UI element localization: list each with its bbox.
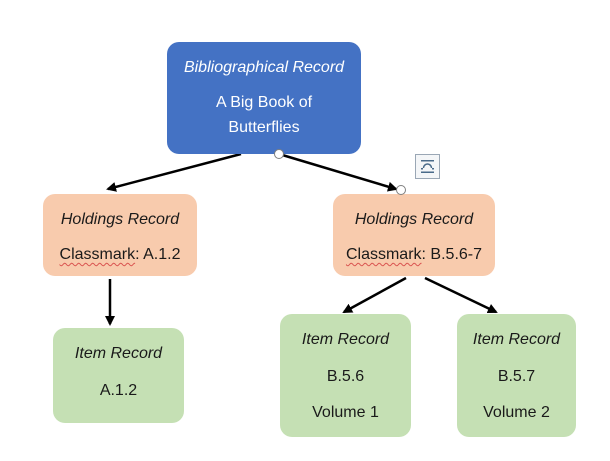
connector-holdings-right-to-item-mid[interactable]: [342, 276, 407, 314]
item-record-right-line-2: Volume 2: [483, 404, 550, 421]
item-record-left-line-1: A.1.2: [99, 382, 138, 399]
holdings-record-right-classmark-label: Classmark: [345, 246, 422, 263]
holdings-record-left-classmark-value: : A.1.2: [135, 246, 181, 263]
holdings-record-left-type: Holdings Record: [60, 211, 180, 228]
holdings-record-right-classmark-value: : B.5.6-7: [421, 246, 483, 263]
connector-bib-to-holdings-left[interactable]: [106, 152, 242, 192]
bibliographic-record-title-line-1: A Big Book of: [215, 94, 313, 111]
item-record-left-node[interactable]: Item Record A.1.2: [53, 328, 184, 423]
layout-options-icon: [421, 160, 434, 173]
holdings-record-right-node[interactable]: Holdings Record Classmark: B.5.6-7: [333, 194, 495, 276]
holdings-record-left-classmark-label: Classmark: [59, 246, 136, 263]
bibliographic-record-type: Bibliographical Record: [183, 59, 345, 76]
bibliographic-record-node[interactable]: Bibliographical Record A Big Book of But…: [167, 42, 361, 154]
resize-handle-icon[interactable]: [396, 185, 406, 195]
connector-bib-to-holdings-right[interactable]: [278, 152, 398, 192]
holdings-record-right-classmark: Classmark: B.5.6-7: [346, 244, 482, 266]
item-record-middle-type: Item Record: [301, 331, 390, 348]
item-record-middle-line-2: Volume 1: [312, 404, 379, 421]
connector-holdings-right-to-item-right[interactable]: [424, 276, 498, 314]
item-record-middle-node[interactable]: Item Record B.5.6 Volume 1: [280, 314, 411, 437]
holdings-record-left-node[interactable]: Holdings Record Classmark: A.1.2: [43, 194, 197, 276]
item-record-right-node[interactable]: Item Record B.5.7 Volume 2: [457, 314, 576, 437]
holdings-record-right-type: Holdings Record: [354, 211, 474, 228]
layout-options-button[interactable]: [415, 154, 440, 179]
resize-handle-icon[interactable]: [274, 149, 284, 159]
bibliographic-record-title-line-2: Butterflies: [228, 119, 300, 136]
item-record-middle-line-1: B.5.6: [326, 368, 365, 385]
item-record-right-line-1: B.5.7: [497, 368, 536, 385]
holdings-record-left-classmark: Classmark: A.1.2: [60, 244, 181, 266]
item-record-right-type: Item Record: [472, 331, 561, 348]
item-record-left-type: Item Record: [74, 345, 163, 362]
